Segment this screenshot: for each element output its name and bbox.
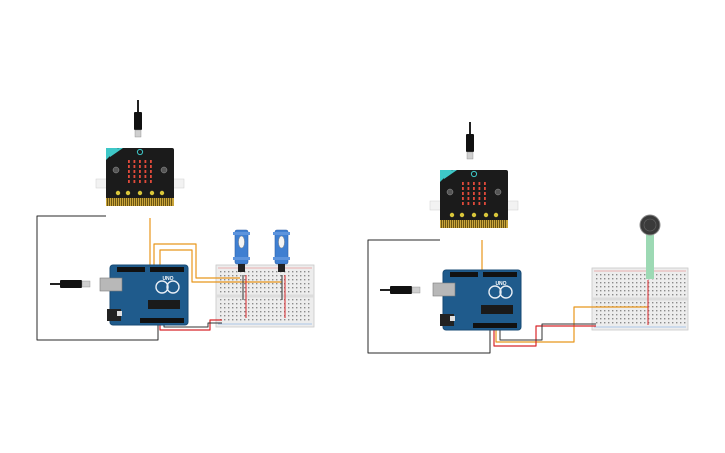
usb-plug: [466, 134, 474, 152]
gpio-ring-pad: [125, 190, 131, 196]
wires-2: [367, 239, 649, 354]
digital-header-top-left: [117, 267, 145, 272]
wire-power-1[interactable]: [159, 319, 222, 331]
button-b[interactable]: [494, 188, 502, 196]
infinity-logo-right: [499, 285, 513, 299]
breadboard-channel: [216, 294, 314, 298]
edge-pin-strip: [440, 220, 508, 228]
usb-cable-arduino-1[interactable]: [50, 280, 91, 288]
usb-cable-arduino-2[interactable]: [380, 286, 421, 294]
usb-plug-tip: [466, 151, 474, 160]
wire-ground-microbit-1[interactable]: [36, 215, 159, 341]
circuit-1: UNO: [36, 100, 315, 341]
usb-plug-tip: [81, 280, 91, 288]
servo-2[interactable]: [273, 229, 290, 272]
usb-plug: [390, 286, 412, 294]
digital-header-top: [150, 267, 184, 272]
button-b[interactable]: [160, 166, 168, 174]
breadboard-2[interactable]: [591, 267, 689, 331]
arduino-board: [442, 269, 522, 331]
usb-port[interactable]: [99, 277, 123, 292]
gpio-ring-pad: [115, 190, 121, 196]
microbit-1[interactable]: [95, 148, 185, 206]
servo-connector: [278, 264, 285, 272]
analog-power-header: [473, 323, 517, 328]
servo-horn[interactable]: [238, 235, 245, 249]
gpio-ring-pad: [471, 212, 477, 218]
gpio-ring-pad: [137, 190, 143, 196]
analog-power-header: [140, 318, 184, 323]
fsr-pad-ring: [643, 218, 657, 232]
led-matrix: [462, 182, 486, 205]
usb-plug-tip: [134, 129, 142, 138]
wire-gnd-bb-1[interactable]: [163, 322, 222, 328]
gpio-ring-pad: [493, 212, 499, 218]
digital-header-top: [483, 272, 517, 277]
gpio-ring-pad: [149, 190, 155, 196]
microbit-2[interactable]: [429, 170, 519, 228]
infinity-logo-right: [166, 280, 180, 294]
wires-1: [36, 215, 286, 341]
usb-plug: [134, 112, 142, 130]
force-sensor[interactable]: [639, 214, 661, 279]
atmega-chip: [148, 300, 180, 309]
servo-connector: [238, 264, 245, 272]
wire-signal-servo-b[interactable]: [159, 249, 282, 283]
usb-cable-microbit-1[interactable]: [134, 100, 142, 138]
infinity-logo-left: [155, 280, 169, 294]
microbit-stripe: [443, 170, 457, 179]
microbit-stripe: [109, 148, 123, 157]
gpio-ring-pad: [459, 212, 465, 218]
infinity-logo-left: [488, 285, 502, 299]
fsr-tail: [646, 233, 654, 279]
gpio-ring-pad: [159, 190, 165, 196]
wire-signal-servo-a[interactable]: [153, 243, 240, 279]
breadboard-channel: [592, 297, 688, 301]
wire-ground-microbit-2[interactable]: [367, 239, 491, 354]
arduino-model-label: UNO: [495, 281, 506, 287]
arduino-uno-2[interactable]: UNO: [432, 269, 522, 331]
servo-1[interactable]: [233, 229, 250, 272]
wire-signal-fsr[interactable]: [495, 306, 648, 343]
button-a[interactable]: [446, 188, 454, 196]
usb-port[interactable]: [432, 282, 456, 297]
arduino-model-label: UNO: [162, 276, 173, 282]
reset-button[interactable]: [117, 311, 122, 316]
usb-cable-microbit-2[interactable]: [466, 122, 474, 160]
button-a[interactable]: [112, 166, 120, 174]
atmega-chip: [481, 305, 513, 314]
circuit-2: UNO: [367, 122, 689, 354]
gpio-ring-pad: [449, 212, 455, 218]
led-matrix: [128, 160, 152, 183]
servo-mount-top: [273, 232, 290, 235]
breadboard-1[interactable]: [215, 264, 315, 328]
gpio-ring-pad: [483, 212, 489, 218]
wire-power-2[interactable]: [493, 325, 596, 347]
fsr-pad[interactable]: [639, 214, 661, 236]
edge-pin-strip: [106, 198, 174, 206]
servo-horn[interactable]: [278, 235, 285, 249]
usb-plug-tip: [411, 286, 421, 294]
arduino-board: [109, 264, 189, 326]
arduino-uno-1[interactable]: UNO: [99, 264, 189, 326]
wire-gnd-bb-2[interactable]: [499, 323, 596, 341]
microbit-logo-icon: [136, 148, 144, 156]
servo-mount-bottom: [273, 257, 290, 260]
microbit-logo-icon: [470, 170, 478, 178]
servo-mount-bottom: [233, 257, 250, 260]
digital-header-top-left: [450, 272, 478, 277]
usb-plug: [60, 280, 82, 288]
servo-mount-top: [233, 232, 250, 235]
reset-button[interactable]: [450, 316, 455, 321]
